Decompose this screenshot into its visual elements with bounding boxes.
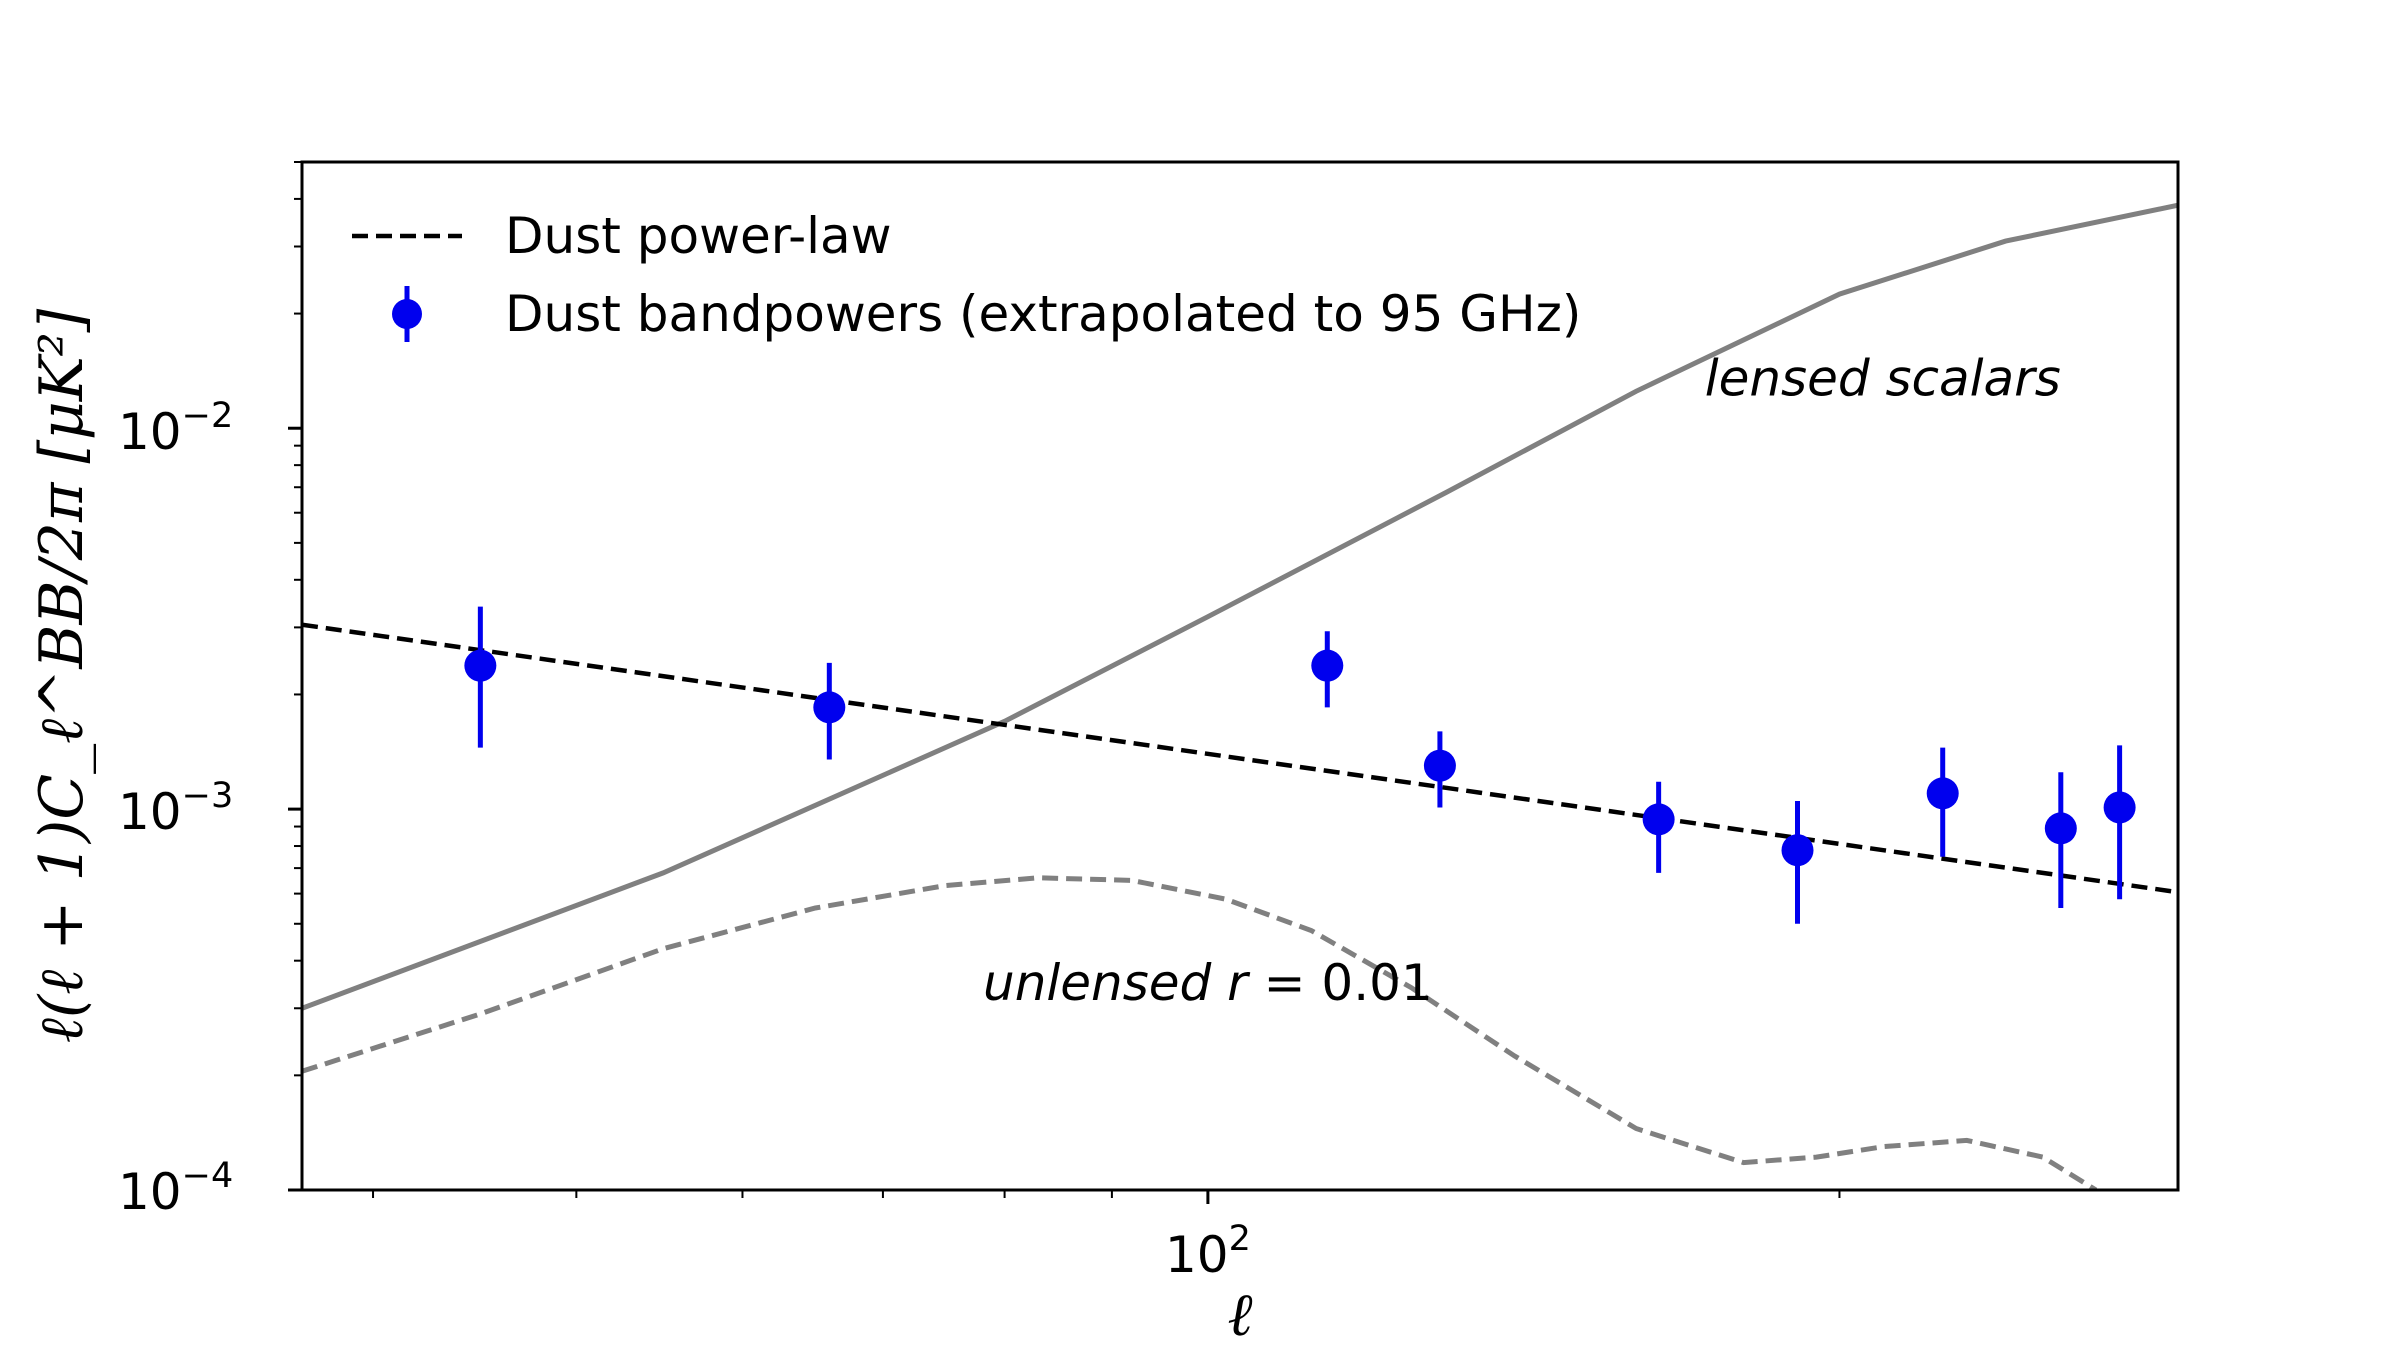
- y-tick-label-1e-3: 10−3: [118, 776, 233, 841]
- y-tick-label-1e-2: 10−2: [118, 396, 233, 461]
- series-layer: [302, 202, 2178, 1190]
- data-point-0: [464, 649, 497, 682]
- data-point-8: [2103, 791, 2136, 824]
- data-point-4: [1642, 803, 1675, 836]
- plot-frame: [300, 160, 2180, 1192]
- ticks-layer: [288, 161, 1841, 1204]
- legend-label-dust-bandpowers: Dust bandpowers (extrapolated to 95 GHz): [505, 285, 1581, 343]
- annotation-unlensed: unlensed r = 0.01: [983, 954, 1433, 1012]
- y-axis-title: ℓ(ℓ + 1)C_ℓ^BB/2π [μK²]: [27, 308, 97, 1043]
- series-line-dust-powerlaw: [302, 622, 2178, 895]
- x-tick-label-100: 102: [1165, 1219, 1251, 1284]
- y-tick-label-1e-4: 10−4: [118, 1156, 233, 1221]
- data-point-1: [813, 691, 846, 724]
- data-point-3: [1423, 749, 1456, 782]
- annotation-lensed-scalars: lensed scalars: [1705, 349, 2061, 407]
- legend: Dust power-law Dust bandpowers (extrapol…: [352, 207, 1581, 343]
- data-point-2: [1311, 649, 1344, 682]
- x-axis-title: ℓ: [1228, 1280, 1253, 1350]
- series-line-unlensed: [302, 875, 2098, 1190]
- series-line-lensed-scalars: [302, 202, 2178, 1011]
- data-point-6: [1926, 777, 1959, 810]
- data-point-7: [2044, 812, 2077, 845]
- data-point-5: [1781, 834, 1814, 867]
- legend-swatch-marker: [392, 299, 422, 329]
- legend-label-dust-powerlaw: Dust power-law: [505, 207, 892, 265]
